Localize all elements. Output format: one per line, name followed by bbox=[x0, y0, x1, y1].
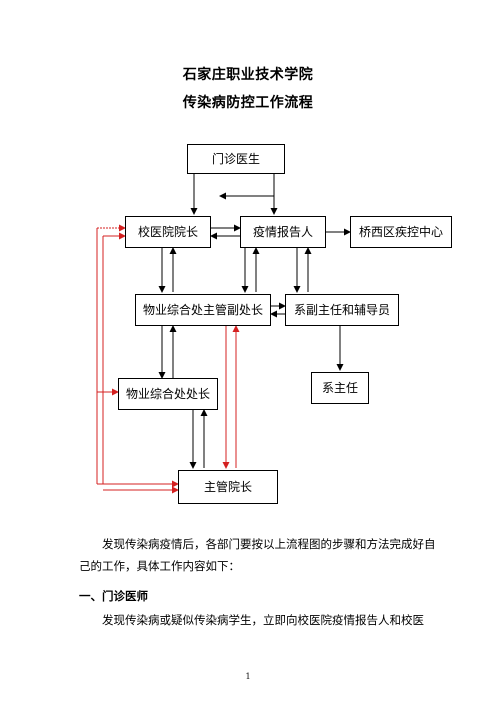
node-clinic-doctor: 门诊医生 bbox=[187, 144, 285, 174]
node-dept-head: 系主任 bbox=[311, 372, 369, 404]
node-vice-president-in-charge: 主管院长 bbox=[178, 470, 278, 504]
node-campus-hospital-director: 校医院院长 bbox=[125, 216, 211, 248]
document-subtitle: 传染病防控工作流程 bbox=[182, 95, 314, 111]
node-dept-deputy-and-counselor: 系副主任和辅导员 bbox=[285, 294, 399, 326]
section-heading: 一、门诊医师 bbox=[79, 589, 148, 603]
page-number: 1 bbox=[245, 672, 251, 681]
node-qiaoxi-cdc: 桥西区疾控中心 bbox=[350, 216, 452, 248]
node-property-head: 物业综合处处长 bbox=[118, 378, 218, 410]
node-epidemic-reporter: 疫情报告人 bbox=[240, 216, 326, 248]
node-property-deputy-head: 物业综合处主管副处长 bbox=[135, 294, 271, 326]
document-title: 石家庄职业技术学院 bbox=[182, 67, 314, 83]
section-paragraph: 发现传染病或疑似传染病学生，立即向校医院疫情报告人和校医 bbox=[102, 613, 424, 627]
arrow-clinic-to-reporter bbox=[219, 174, 275, 200]
intro-paragraph: 发现传染病疫情后，各部门要按以上流程图的步骤和方法完成好自己的工作，具体工作内容… bbox=[79, 537, 436, 573]
